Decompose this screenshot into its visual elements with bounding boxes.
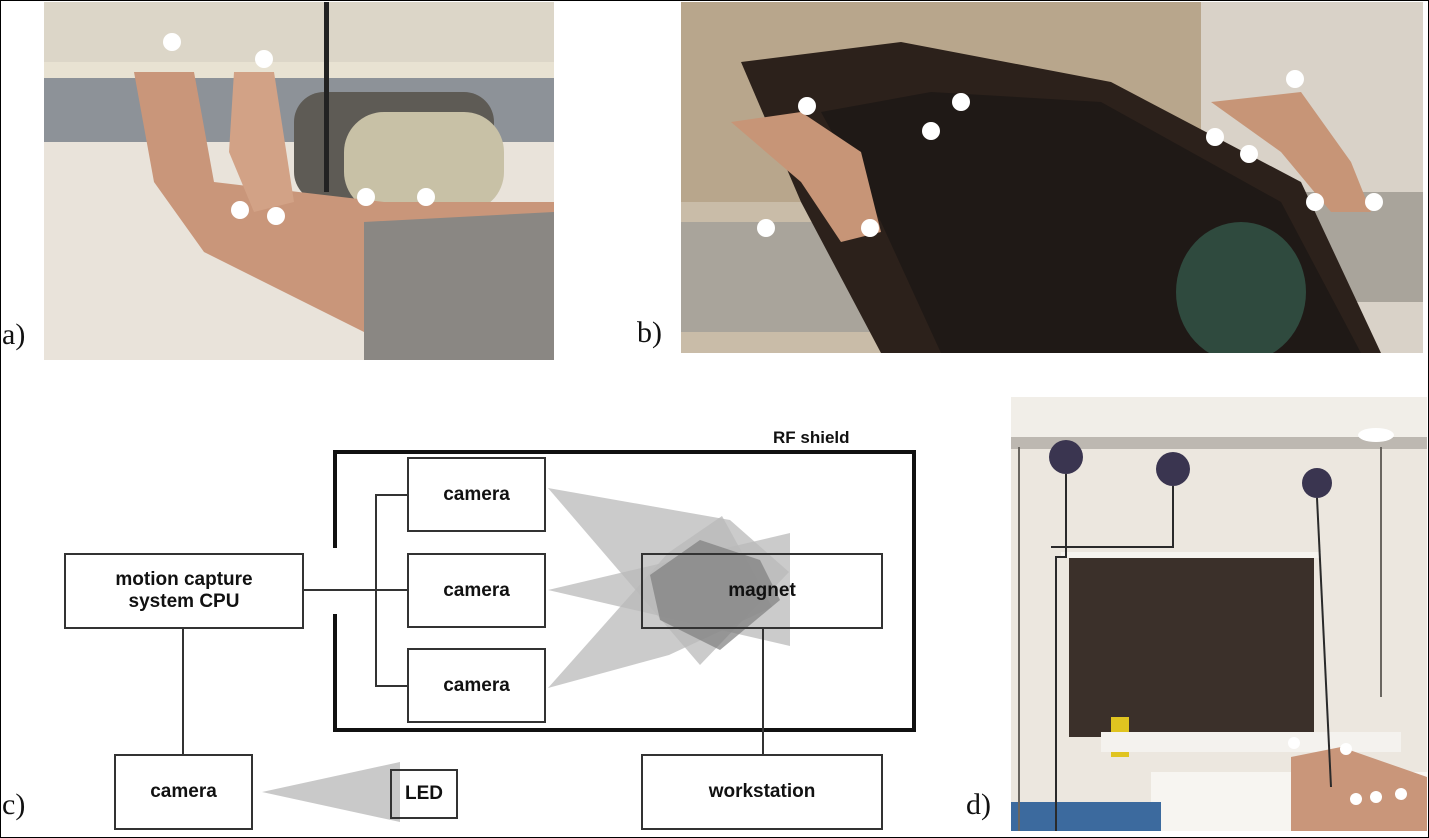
- outside-camera-box: camera: [114, 754, 253, 830]
- marker: [163, 33, 181, 51]
- marker: [757, 219, 775, 237]
- workstation-label: workstation: [708, 781, 816, 803]
- camera-box-1: camera: [407, 457, 546, 532]
- camera-cable: [1316, 497, 1332, 788]
- camera-box-2: camera: [407, 553, 546, 628]
- camera-label: camera: [443, 674, 510, 696]
- marker: [952, 93, 970, 111]
- photo-d-illustration: [1011, 397, 1427, 831]
- marker: [1288, 737, 1300, 749]
- motion-capture-cpu-box: motion capture system CPU: [64, 553, 304, 629]
- panel-label-b: b): [637, 316, 662, 349]
- camera-box-3: camera: [407, 648, 546, 723]
- fov-overlap-region: [650, 540, 780, 650]
- photo-b-illustration: [681, 2, 1423, 353]
- workstation-box: workstation: [641, 754, 883, 830]
- marker: [1206, 128, 1224, 146]
- marker: [417, 188, 435, 206]
- marker: [922, 122, 940, 140]
- ceiling-camera-icon: [1302, 468, 1332, 498]
- rf-shield-label: RF shield: [773, 428, 850, 447]
- photo-panel-d: [1011, 397, 1427, 831]
- marker: [255, 50, 273, 68]
- marker: [861, 219, 879, 237]
- marker: [267, 207, 285, 225]
- cpu-to-hub-line: [303, 589, 376, 591]
- led-label: LED: [405, 783, 443, 805]
- marker: [1370, 791, 1382, 803]
- photo-panel-a: [44, 2, 554, 360]
- marker: [798, 97, 816, 115]
- magnet-to-workstation: [762, 627, 764, 755]
- marker: [357, 188, 375, 206]
- rf-shield-left-lower: [333, 614, 337, 732]
- camera-label: camera: [443, 579, 510, 601]
- rf-shield-left-upper: [333, 450, 337, 548]
- panel-label-c: c): [2, 788, 26, 821]
- marker: [1340, 743, 1352, 755]
- led-box: LED: [390, 769, 458, 819]
- rf-shield-bottom: [333, 728, 916, 732]
- hub-to-camera-3: [375, 685, 407, 687]
- diagram-fov-layer: [262, 488, 790, 822]
- cpu-label-line2: system CPU: [128, 591, 240, 612]
- marker: [1286, 70, 1304, 88]
- cpu-label-line1: motion capture: [115, 569, 253, 591]
- hub-to-camera-1: [375, 494, 407, 496]
- magnet-box: magnet: [641, 553, 883, 629]
- marker: [1240, 145, 1258, 163]
- marker: [231, 201, 249, 219]
- rf-shield-top: [333, 450, 916, 454]
- camera-label: camera: [443, 483, 510, 505]
- rf-shield-right: [912, 450, 916, 732]
- marker: [1306, 193, 1324, 211]
- hub-to-camera-2: [375, 589, 407, 591]
- panel-label-d: d): [966, 788, 991, 821]
- magnet-label: magnet: [728, 580, 796, 602]
- marker: [1395, 788, 1407, 800]
- ceiling-camera-icon: [1156, 452, 1190, 486]
- photo-panel-b: [681, 2, 1423, 353]
- outside-camera-label: camera: [150, 781, 217, 803]
- panel-label-a: a): [2, 318, 26, 351]
- camera-cable: [1051, 486, 1174, 548]
- ceiling-camera-icon: [1049, 440, 1083, 474]
- led-beam: [262, 762, 400, 822]
- marker: [1350, 793, 1362, 805]
- photo-a-illustration: [44, 2, 554, 360]
- camera-cable: [1055, 474, 1067, 831]
- cpu-to-outside-camera: [182, 628, 184, 755]
- marker: [1365, 193, 1383, 211]
